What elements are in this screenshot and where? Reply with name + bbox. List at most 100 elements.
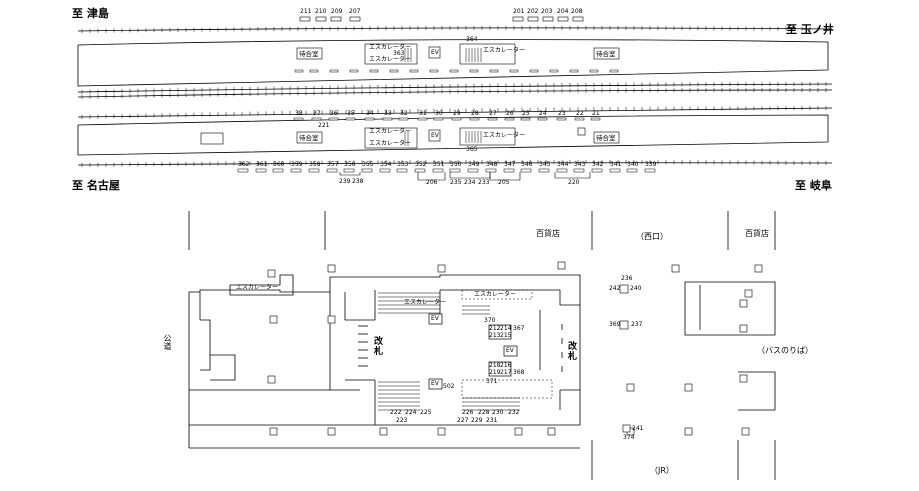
column-4 (269, 427, 278, 436)
car-stop-mark-9 (396, 168, 408, 173)
car-stop-bottom-8: 354 (380, 161, 392, 168)
car-stop-204: 204 (557, 8, 569, 15)
waiting-room-box-upper-right (593, 47, 620, 60)
num-229: 229 (471, 417, 483, 424)
ev-concourse-2: EV (506, 347, 514, 354)
car-stop-bottom-4: 358 (309, 161, 321, 168)
car-stop-209: 209 (331, 8, 343, 15)
car-stop-lower-6: 32 (400, 110, 408, 117)
car-stop-lower-15: 23 (558, 110, 566, 117)
square-mark (577, 127, 586, 136)
lower-track-bottom (77, 162, 833, 166)
escalator-label-lower-right: エスカレーター (483, 132, 526, 139)
middle-track-1 (77, 89, 833, 98)
upper-platform-outline (77, 39, 829, 87)
car-stop-207: 207 (349, 8, 361, 15)
num-241: 241 (632, 425, 644, 432)
car-stop-mark-18 (556, 168, 568, 173)
car-stop-mark-1 (255, 168, 267, 173)
car-stop-bottom-6: 356 (344, 161, 356, 168)
car-stop-bottom-15: 347 (504, 161, 516, 168)
car-stop-lower-17: 21 (592, 110, 600, 117)
column-12 (671, 264, 680, 273)
car-stop-lower-0: 38 (295, 110, 303, 117)
car-stop-bottom-21: 341 (610, 161, 622, 168)
column-2 (327, 315, 336, 324)
car-stop-lower-11: 27 (489, 110, 497, 117)
car-stop-202: 202 (527, 8, 539, 15)
car-stop-mark-21 (609, 168, 621, 173)
num-222: 222 (390, 409, 402, 416)
escalator-label-lower-2: エスカレーター (369, 140, 412, 147)
num-205: 205 (498, 179, 510, 186)
car-stop-mark-7 (361, 168, 373, 173)
escalator-label-concourse-mid: エスカレーター (404, 299, 447, 306)
num-369: 369 (609, 321, 621, 328)
ev-upper: EV (431, 49, 439, 56)
car-stop-lower-1: 37 (313, 110, 321, 117)
car-stop-bottom-0: 362 (238, 161, 250, 168)
ev-box-lower (428, 129, 441, 142)
escalator-box-lower (364, 127, 418, 149)
num-231: 231 (486, 417, 498, 424)
num-239: 239 (339, 178, 351, 185)
escalator-label-upper-right: エスカレーター (483, 47, 526, 54)
car-stop-bottom-13: 349 (468, 161, 480, 168)
num-216: 216 (500, 362, 512, 369)
column-20 (327, 264, 336, 273)
car-stop-mark-5 (326, 168, 338, 173)
car-stop-mark-16 (520, 168, 532, 173)
column-15 (626, 383, 635, 392)
car-stop-mark-10 (414, 168, 426, 173)
column-1 (269, 315, 278, 324)
car-stop-lower-14: 24 (539, 110, 547, 117)
escalator-label-concourse-left: エスカレーター (236, 284, 279, 291)
car-stop-lower-3: 35 (347, 110, 355, 117)
escalator-box-upper (364, 43, 418, 65)
car-stop-bottom-16: 346 (521, 161, 533, 168)
column-10 (437, 264, 446, 273)
public-road: 公道 (163, 334, 172, 350)
car-stop-bottom-23: 339 (645, 161, 657, 168)
escalator-label-lower: エスカレーター (369, 128, 412, 135)
car-stop-bottom-14: 348 (486, 161, 498, 168)
waiting-room-box-upper-left (296, 47, 323, 60)
car-stop-bottom-17: 345 (539, 161, 551, 168)
bus-stop: （バスのりば） (757, 346, 813, 355)
num-217: 217 (500, 369, 512, 376)
num-223: 223 (396, 417, 408, 424)
car-stop-bottom-11: 351 (433, 161, 445, 168)
column-9 (547, 427, 556, 436)
num-242: 242 (609, 285, 621, 292)
waiting-room-box-lower-right (593, 131, 620, 144)
car-stop-mark-6 (343, 168, 355, 173)
column-13 (754, 264, 763, 273)
num-214: 214 (500, 325, 512, 332)
column-7 (437, 427, 446, 436)
direction-gifu: 至 岐阜 (795, 179, 832, 192)
num-240: 240 (630, 285, 642, 292)
num-236: 236 (621, 275, 633, 282)
car-stop-mark-15 (503, 168, 515, 173)
ev-box-upper (428, 46, 441, 59)
num-226: 226 (462, 409, 474, 416)
num-238: 238 (352, 178, 364, 185)
car-stop-bottom-18: 344 (557, 161, 569, 168)
waiting-room-upper-right: 待合室 (596, 50, 616, 58)
num-213: 213 (489, 332, 501, 339)
num-237: 237 (631, 321, 643, 328)
car-stop-mark-4 (308, 168, 320, 173)
column-8 (514, 427, 523, 436)
ticket-gate-right: 改札 (566, 341, 576, 361)
car-stop-bottom-19: 343 (574, 161, 586, 168)
car-stop-lower-4: 34 (366, 110, 374, 117)
num-227: 227 (457, 417, 469, 424)
column-3 (267, 375, 276, 384)
num-370: 370 (484, 317, 496, 324)
waiting-room-box-lower-left (296, 131, 323, 144)
upper-track-bottom (77, 83, 833, 93)
car-stop-lower-12: 26 (506, 110, 514, 117)
car-stop-211: 211 (300, 8, 312, 15)
num-228: 228 (478, 409, 490, 416)
